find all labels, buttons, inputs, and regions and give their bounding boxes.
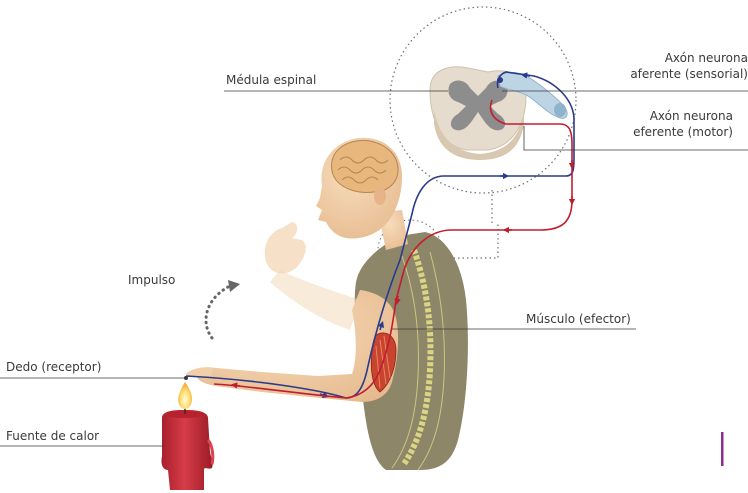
ear [374,187,386,205]
label-afferent-line2: aferente (sensorial) [630,66,748,82]
label-afferent-line1: Axón neurona [665,50,748,66]
label-musculo-efector: Músculo (efector) [526,311,631,327]
flame [178,382,192,409]
candle [161,410,212,490]
raised-hand [265,222,306,273]
zoom-connector [440,190,498,258]
label-efferent-line1: Axón neurona [650,108,733,124]
accent-bar [721,432,724,466]
label-fuente-de-calor: Fuente de calor [6,428,99,444]
label-efferent-line2: eferente (motor) [633,124,733,140]
label-medula-espinal: Médula espinal [226,72,316,88]
label-impulso: Impulso [128,272,175,288]
label-dedo-receptor: Dedo (receptor) [6,359,101,375]
impulse-arrow [206,286,230,338]
